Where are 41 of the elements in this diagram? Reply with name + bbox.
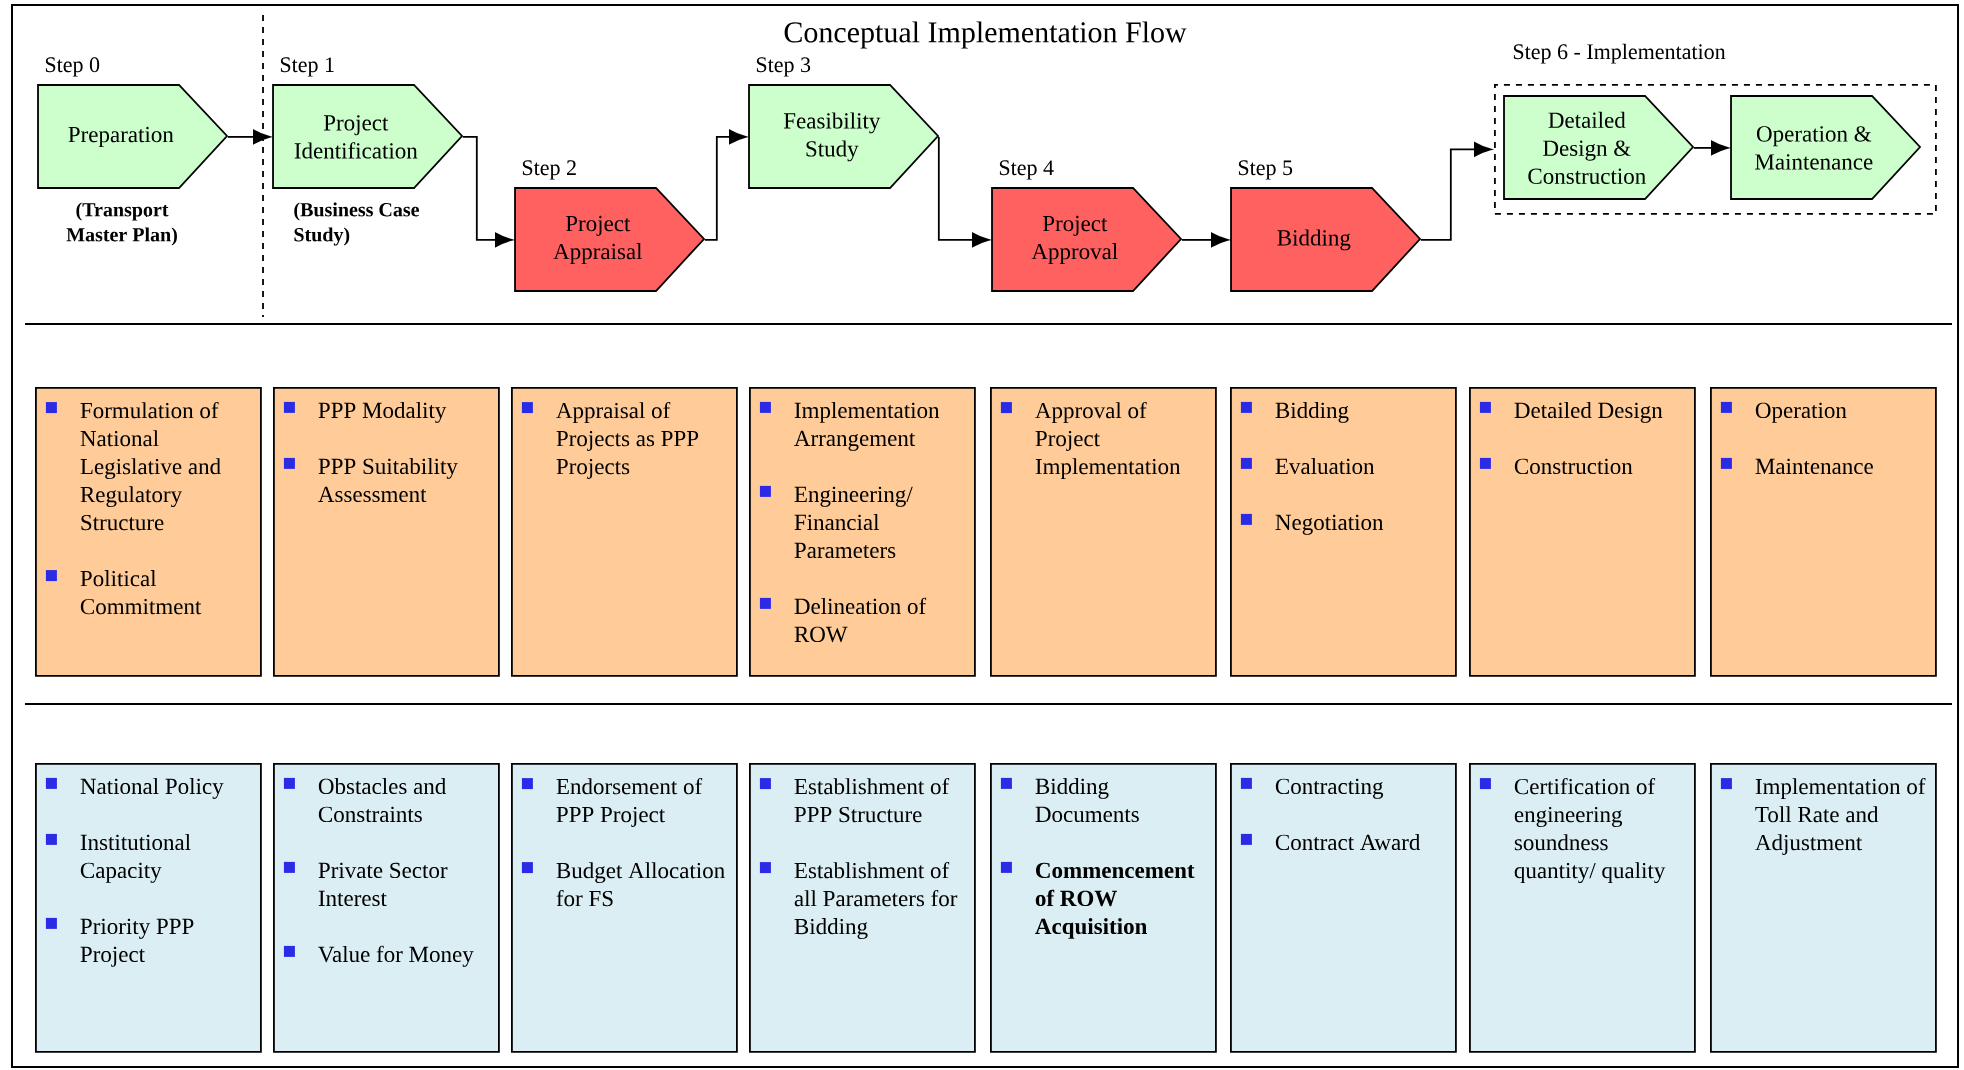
step-label: Step 4 — [999, 160, 1054, 180]
step-label: Step 5 — [1238, 160, 1293, 180]
bullet-list-box: Certification of engineering soundness quantity/ quality — [1469, 763, 1696, 1053]
bullet-list-box: Establishment of PPP Structure Establishment of all Parameters for Bidding — [749, 763, 976, 1053]
bullet-list-box: PPP Modality PPP Suitability Assessment — [273, 387, 500, 677]
bullet-list-box: Detailed Design Construction — [1469, 387, 1696, 677]
arrow — [703, 129, 747, 241]
arrow — [937, 136, 990, 248]
step-label: Step 2 — [522, 160, 576, 180]
node-label: Step 6 - Implementation — [1513, 43, 1726, 64]
bullet-list-box: Implementation Arrangement Engineering/ Financial Parameters Delineation of ROW — [749, 387, 976, 677]
bullet-list-box: Endorsement of PPP Project Budget Allocation for FS — [511, 763, 738, 1053]
chevron-box: Bidding — [1230, 187, 1422, 292]
arrow — [226, 129, 271, 145]
bullet-list-box: Appraisal of Projects as PPP Projects — [511, 387, 738, 677]
bullet-list-box: Implementation of Toll Rate and Adjustment — [1710, 763, 1937, 1053]
bullet-list-box: Operation Maintenance — [1710, 387, 1937, 677]
bullet-list-box: Bidding Documents Commencement of ROW Acquisition — [990, 763, 1217, 1053]
chevron-box: Project Approval — [991, 187, 1183, 292]
note-text: (Transport Master Plan) — [66, 202, 177, 246]
arrow — [461, 136, 513, 248]
note-text: (Business Case Study) — [294, 202, 420, 246]
chevron-box: Project Appraisal — [514, 187, 706, 292]
step-label: Step 1 — [280, 57, 334, 77]
bullet-list-box: Approval of Project Implementation — [990, 387, 1217, 677]
bullet-list-box: Contracting Contract Award — [1230, 763, 1457, 1053]
bullet-list-box: Formulation of National Legislative and Regulatory Structure Political Commitment — [35, 387, 262, 677]
step-label: Step 3 — [756, 57, 811, 77]
chevron-box: Detailed Design & Construction — [1503, 95, 1695, 200]
chevron-box: Project Identification — [272, 84, 464, 189]
chevron-box: Preparation — [37, 84, 229, 189]
bullet-list-box: Obstacles and Constraints Private Sector Interest Value for Money — [273, 763, 500, 1053]
step-label: Step 0 — [45, 57, 100, 77]
arrow — [1692, 140, 1729, 156]
arrow — [1419, 142, 1492, 241]
chevron-box: Operation & Maintenance — [1730, 95, 1922, 200]
bullet-list-box: National Policy Institutional Capacity Priority PPP Project — [35, 763, 262, 1053]
arrow — [1180, 232, 1229, 248]
bullet-list-box: Bidding Evaluation Negotiation — [1230, 387, 1457, 677]
chevron-box: Feasibility Study — [748, 84, 940, 189]
title: Conceptual Implementation Flow — [784, 21, 1187, 49]
